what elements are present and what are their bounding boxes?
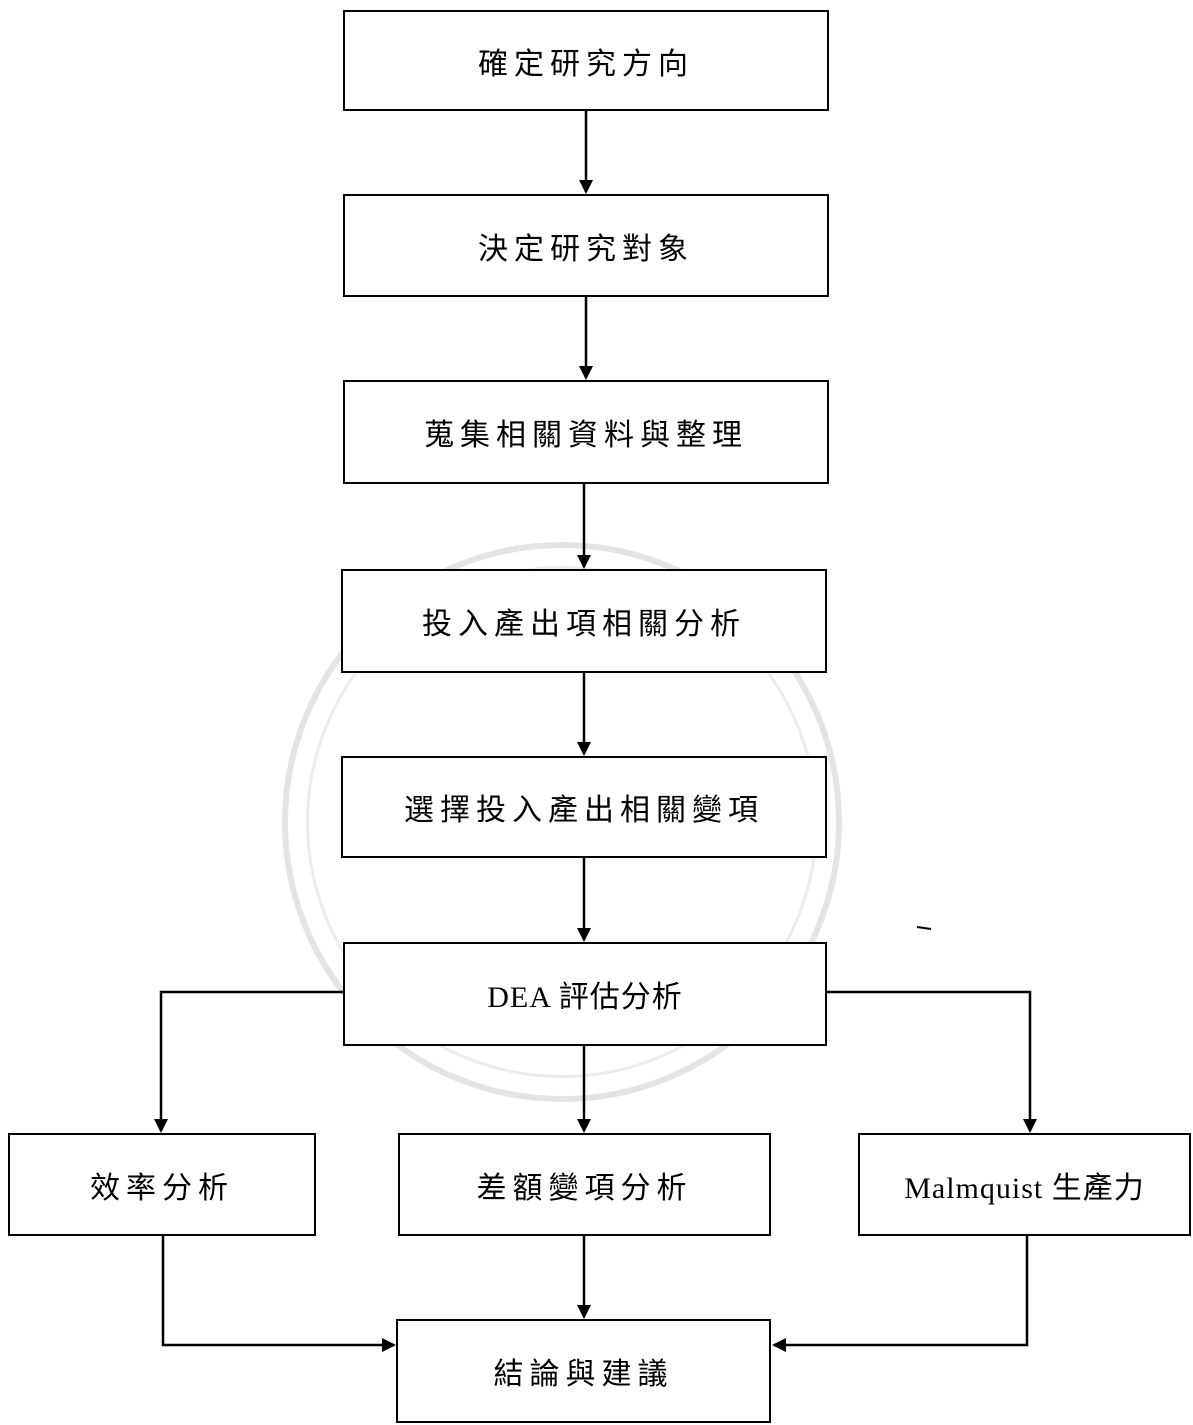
step-label: 選擇投入產出相關變項 [404, 793, 764, 828]
step-decide-subject: 決定研究對象 [343, 194, 829, 297]
arrow-s6-to-s7a [154, 990, 343, 1133]
step-determine-direction: 確定研究方向 [343, 10, 829, 111]
step-label: 蒐集相關資料與整理 [424, 418, 748, 453]
step-efficiency-analysis: 效率分析 [8, 1133, 316, 1236]
step-conclusion-suggestions: 結論與建議 [396, 1319, 771, 1423]
stray-mark [916, 926, 932, 930]
step-select-io-variables: 選擇投入產出相關變項 [341, 756, 827, 858]
step-label: 決定研究對象 [478, 231, 694, 267]
arrow-s7c-to-s8 [772, 1236, 1029, 1352]
step-label: Malmquist 生產力 [904, 1171, 1145, 1205]
step-collect-data: 蒐集相關資料與整理 [343, 380, 829, 484]
step-label: 效率分析 [90, 1170, 234, 1206]
watermark-seal [282, 542, 842, 1102]
step-label: 確定研究方向 [478, 46, 694, 82]
arrow-s7a-to-s8 [161, 1236, 396, 1352]
step-io-correlation-analysis: 投入產出項相關分析 [341, 569, 827, 673]
arrow-s6-to-s7c [827, 990, 1037, 1133]
step-label: DEA 評估分析 [487, 981, 683, 1014]
step-malmquist-productivity: Malmquist 生產力 [858, 1133, 1191, 1236]
step-label: 投入產出項相關分析 [422, 607, 746, 642]
step-slack-variable-analysis: 差額變項分析 [398, 1133, 771, 1236]
step-dea-evaluation: DEA 評估分析 [343, 942, 827, 1046]
step-label: 結論與建議 [493, 1357, 674, 1392]
step-label: 差額變項分析 [476, 1170, 693, 1206]
